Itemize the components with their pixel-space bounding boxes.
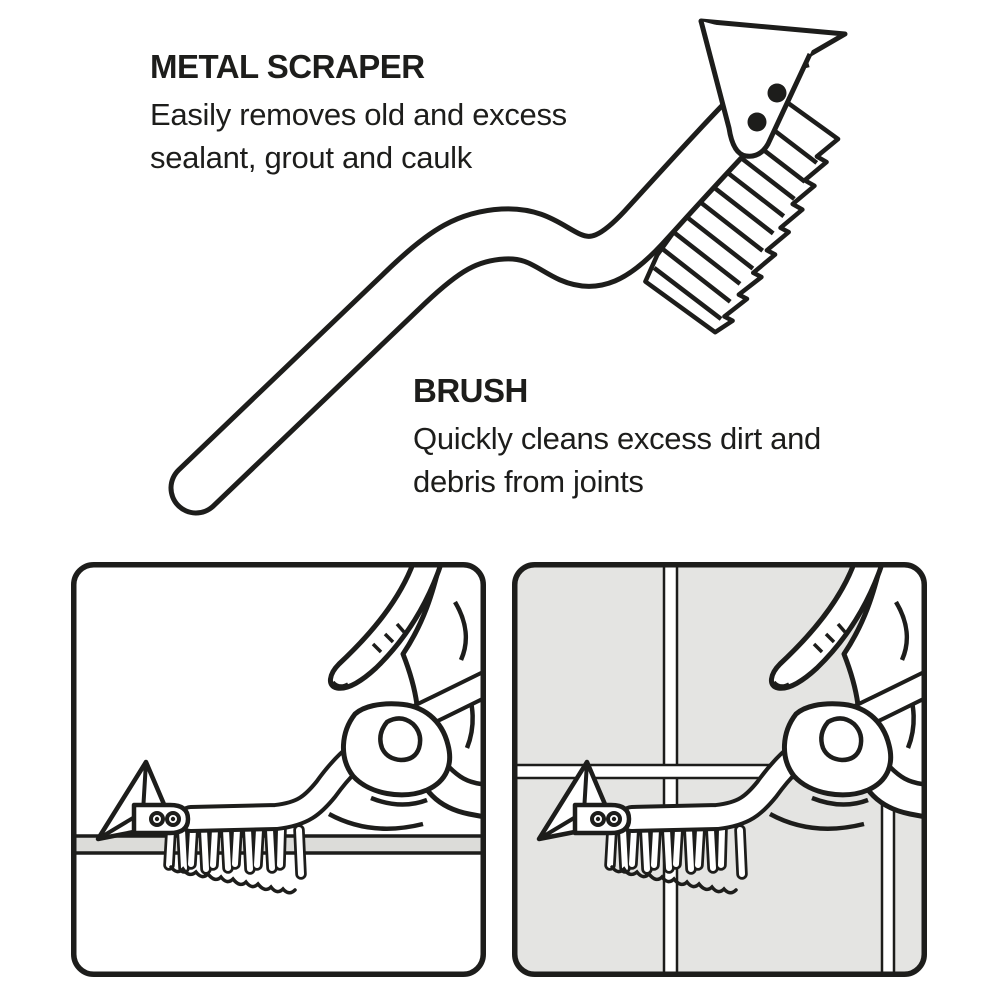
tool-head-plate: [698, 20, 813, 159]
brush-callout: BRUSH Quickly cleans excess dirt and deb…: [413, 372, 821, 503]
callout-title: BRUSH: [413, 372, 528, 409]
usage-panel-tile: [512, 562, 927, 977]
panel-border: [512, 562, 927, 977]
callout-description-line: sealant, grout and caulk: [150, 140, 472, 175]
callout-description-line: Easily removes old and excess: [150, 97, 567, 132]
product-illustration: [168, 18, 848, 516]
callout-title: METAL SCRAPER: [150, 48, 425, 85]
panel-border: [71, 562, 486, 977]
callout-description-line: Quickly cleans excess dirt and: [413, 421, 821, 456]
rivet-icon: [747, 112, 767, 132]
callout-description-line: debris from joints: [413, 464, 644, 499]
metal-scraper-callout: METAL SCRAPER Easily removes old and exc…: [150, 48, 567, 179]
rivet-icon: [767, 83, 787, 103]
tool-handle: [168, 90, 773, 516]
usage-panel-joint: [71, 562, 486, 977]
